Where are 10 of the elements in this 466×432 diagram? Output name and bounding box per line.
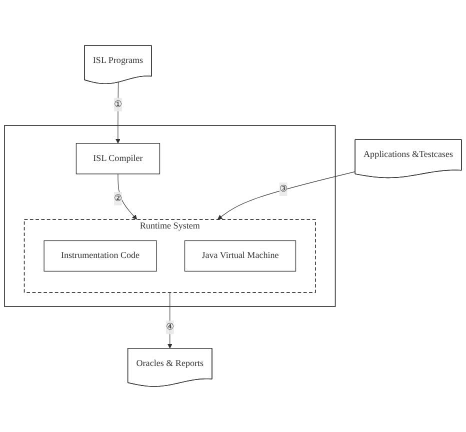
node-box: ISL Compiler <box>76 143 160 174</box>
arrow <box>217 171 356 220</box>
arrow <box>167 292 172 349</box>
edge-label: ④ <box>166 322 174 332</box>
edge-label: ② <box>114 194 122 204</box>
edge-label: ① <box>114 100 122 110</box>
cluster <box>4 125 336 307</box>
node-box: Java Virtual Machine <box>184 240 296 272</box>
edge-label: ③ <box>279 184 288 194</box>
node-box: Instrumentation Code <box>44 240 157 272</box>
